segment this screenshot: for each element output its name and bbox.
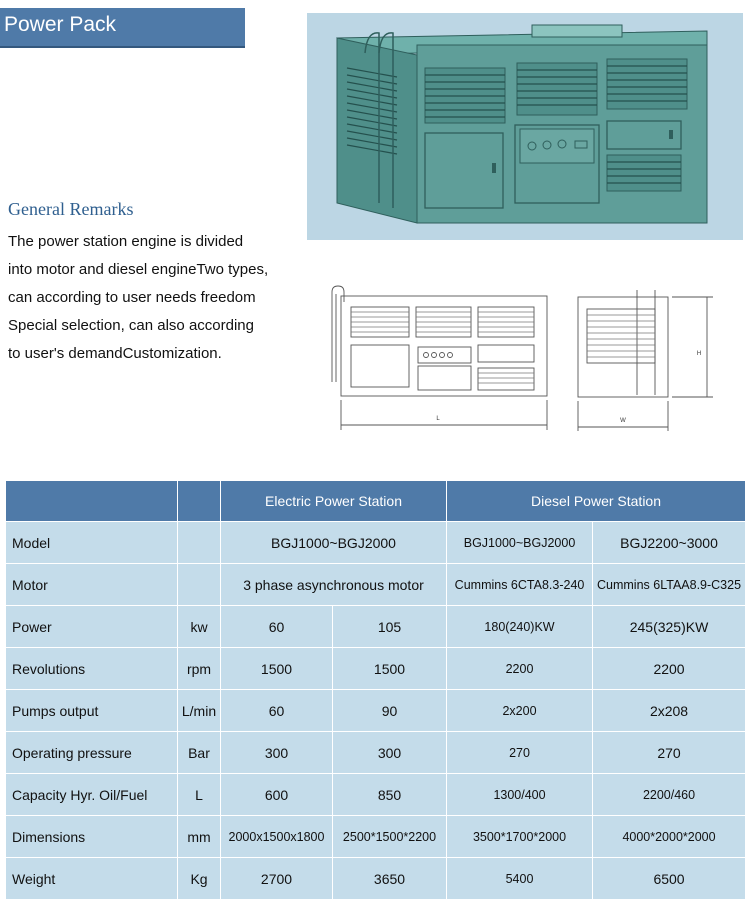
cell-value: 4000*2000*2000 (592, 815, 747, 858)
cell-value: 300 (220, 731, 333, 774)
cell-value: 1500 (220, 647, 333, 690)
cell-value: 300 (331, 731, 448, 774)
table-row: Power kw 60 105 180(240)KW 245(325)KW (5, 605, 747, 648)
length-label: L (436, 416, 440, 422)
cell-value: Cummins 6LTAA8.9-C325 (592, 563, 747, 606)
cell-value: 270 (592, 731, 747, 774)
section-header: Power Pack (0, 8, 245, 48)
unit-cell (177, 563, 221, 606)
cell-value: 3650 (331, 857, 448, 900)
cell-value: 3 phase asynchronous motor (219, 563, 448, 606)
cell-value: 2200 (592, 647, 747, 690)
section-title: Power Pack (4, 13, 117, 36)
remarks-line: into motor and diesel engineTwo types, (8, 261, 269, 278)
side-elevation-drawing: W H (577, 290, 713, 431)
cell-value: 3500*1700*2000 (446, 815, 594, 858)
cell-value: BGJ1000~BGJ2000 (219, 521, 448, 564)
cell-value: 105 (331, 605, 448, 648)
height-label: H (697, 351, 701, 357)
cell-value: 2000x1500x1800 (220, 815, 333, 858)
table-row: Operating pressure Bar 300 300 270 270 (5, 731, 747, 774)
cell-value: 2x200 (446, 689, 594, 732)
unit-cell: rpm (177, 647, 221, 690)
front-elevation-drawing: L (331, 285, 548, 430)
remarks-line: to user's demandCustomization. (8, 345, 222, 362)
remarks-text: The power station engine is divided into… (8, 228, 303, 368)
power-pack-render (307, 13, 743, 240)
cell-value: 180(240)KW (446, 605, 594, 648)
width-label: W (620, 418, 626, 424)
header-electric: Electric Power Station (219, 480, 448, 522)
cell-value: 2700 (220, 857, 333, 900)
cell-value: 5400 (446, 857, 594, 900)
header-cell-empty (5, 480, 178, 522)
row-label: Power (5, 605, 178, 648)
table-row: Weight Kg 2700 3650 5400 6500 (5, 857, 747, 900)
table-row: Pumps output L/min 60 90 2x200 2x208 (5, 689, 747, 732)
remarks-line: The power station engine is divided (8, 233, 244, 250)
table-row: Dimensions mm 2000x1500x1800 2500*1500*2… (5, 815, 747, 858)
row-label: Motor (5, 563, 178, 606)
unit-cell (177, 521, 221, 564)
table-header-row: Electric Power Station Diesel Power Stat… (5, 480, 747, 522)
row-label: Operating pressure (5, 731, 178, 774)
remarks-line: can according to user needs freedom (8, 289, 256, 306)
unit-cell: Bar (177, 731, 221, 774)
table-row: Motor 3 phase asynchronous motor Cummins… (5, 563, 747, 606)
cell-value: Cummins 6CTA8.3-240 (446, 563, 594, 606)
cell-value: 850 (331, 773, 448, 816)
cell-value: 60 (220, 605, 333, 648)
unit-cell: mm (177, 815, 221, 858)
row-label: Dimensions (5, 815, 178, 858)
header-cell-empty (177, 480, 221, 522)
cell-value: 6500 (592, 857, 747, 900)
unit-cell: L (177, 773, 221, 816)
row-label: Capacity Hyr. Oil/Fuel (5, 773, 178, 816)
cell-value: 1500 (331, 647, 448, 690)
cell-value: 600 (220, 773, 333, 816)
cell-value: BGJ1000~BGJ2000 (446, 521, 594, 564)
table-row: Revolutions rpm 1500 1500 2200 2200 (5, 647, 747, 690)
row-label: Pumps output (5, 689, 178, 732)
unit-cell: L/min (177, 689, 221, 732)
cell-value: 2200 (446, 647, 594, 690)
cell-value: BGJ2200~3000 (592, 521, 747, 564)
specification-table: Electric Power Station Diesel Power Stat… (5, 480, 747, 900)
cell-value: 2x208 (592, 689, 747, 732)
cell-value: 2200/460 (592, 773, 747, 816)
table-row: Model BGJ1000~BGJ2000 BGJ1000~BGJ2000 BG… (5, 521, 747, 564)
cell-value: 60 (220, 689, 333, 732)
table-row: Capacity Hyr. Oil/Fuel L 600 850 1300/40… (5, 773, 747, 816)
row-label: Revolutions (5, 647, 178, 690)
remarks-line: Special selection, can also according (8, 317, 254, 334)
unit-cell: Kg (177, 857, 221, 900)
header-diesel: Diesel Power Station (446, 480, 747, 522)
unit-cell: kw (177, 605, 221, 648)
remarks-title: General Remarks (8, 199, 134, 219)
row-label: Weight (5, 857, 178, 900)
cell-value: 270 (446, 731, 594, 774)
cell-value: 1300/400 (446, 773, 594, 816)
cell-value: 90 (331, 689, 448, 732)
row-label: Model (5, 521, 178, 564)
cell-value: 245(325)KW (592, 605, 747, 648)
cell-value: 2500*1500*2200 (331, 815, 448, 858)
